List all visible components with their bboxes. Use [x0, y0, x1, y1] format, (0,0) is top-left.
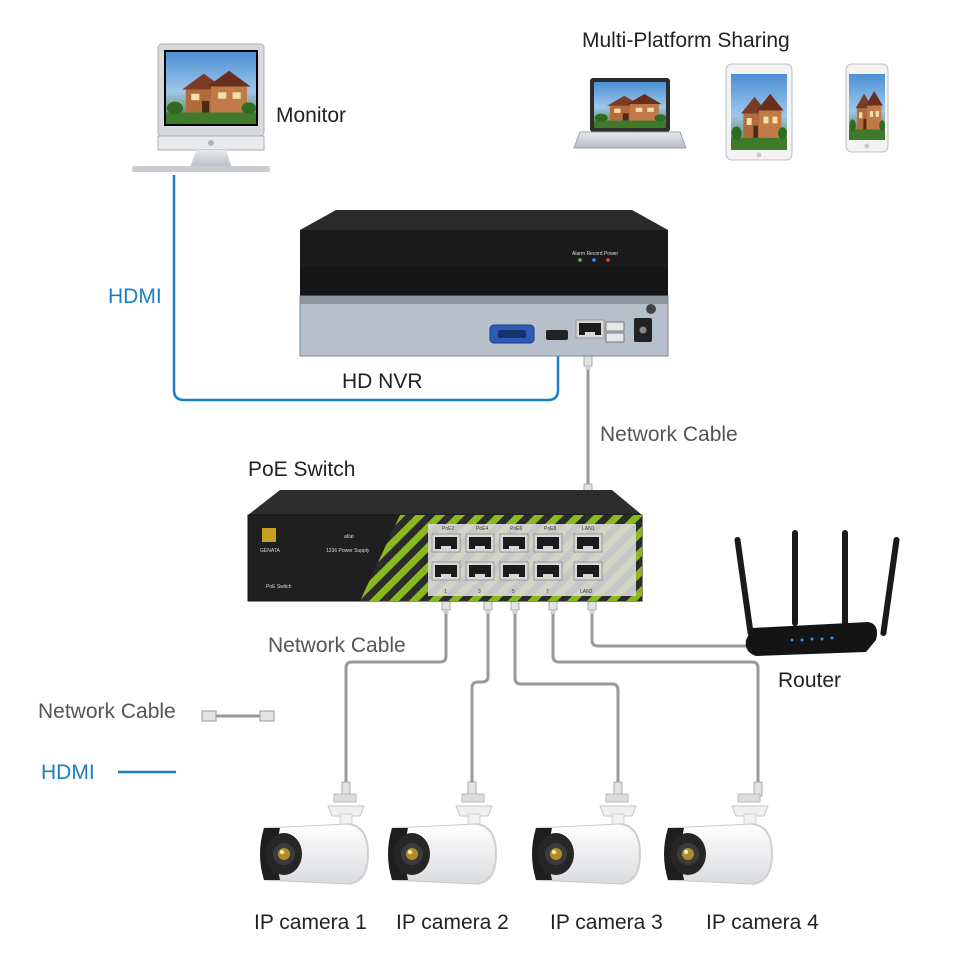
- network-cable-cam4: [551, 606, 760, 790]
- switch-port-label-2: PoE4: [476, 526, 488, 532]
- multi-platform-label: Multi-Platform Sharing: [582, 29, 790, 52]
- poe-switch-label: PoE Switch: [248, 458, 355, 481]
- legend-network-label: Network Cable: [38, 700, 176, 723]
- monitor-icon: [132, 43, 270, 172]
- switch-port-label-1: PoE2: [442, 526, 454, 532]
- network-cable-router: [590, 600, 748, 648]
- ip-camera-2: [387, 793, 497, 885]
- legend-network-cable: [201, 710, 275, 722]
- network-cable-label-mid: Network Cable: [268, 634, 406, 657]
- nvr-indicator-labels: Alarm Record Power: [572, 251, 618, 257]
- switch-port-label-9: 7: [546, 589, 549, 595]
- ip-camera-1: [259, 793, 369, 885]
- switch-port-label-8: 5: [512, 589, 515, 595]
- switch-port-label-3: PoE6: [510, 526, 522, 532]
- network-cable-cam2: [470, 606, 490, 790]
- router-icon: [734, 530, 900, 656]
- laptop-icon: [573, 78, 687, 149]
- switch-port-label-10: LAN2: [580, 589, 593, 595]
- ip-camera-4: [663, 793, 773, 885]
- camera-label-2: IP camera 2: [396, 911, 509, 934]
- smartphone-icon: [845, 63, 889, 153]
- switch-model: PoE Switch: [266, 584, 292, 590]
- nvr-label: HD NVR: [342, 370, 423, 393]
- switch-port-label-4: PoE8: [544, 526, 556, 532]
- router-label: Router: [778, 669, 841, 692]
- switch-brand: GENATA: [260, 548, 280, 554]
- switch-port-label-6: 1: [444, 589, 447, 595]
- network-cable-label-top: Network Cable: [600, 423, 738, 446]
- camera-label-1: IP camera 1: [254, 911, 367, 934]
- switch-port-label-7: 3: [478, 589, 481, 595]
- switch-standard: af/at: [344, 534, 354, 540]
- network-cable-cam1: [344, 606, 448, 790]
- poe-switch-device: GENATA af/at 1236 Power Supply PoE Switc…: [247, 490, 643, 602]
- hdmi-label: HDMI: [108, 285, 162, 308]
- tablet-icon: [725, 63, 793, 161]
- ip-camera-3: [531, 793, 641, 885]
- monitor-label: Monitor: [276, 104, 346, 127]
- switch-power: 1236 Power Supply: [326, 548, 370, 554]
- legend-hdmi-label: HDMI: [41, 761, 95, 784]
- hdmi-cable: [172, 175, 560, 402]
- switch-port-label-5: LAN1: [582, 526, 595, 532]
- network-cable-cam3: [513, 606, 620, 790]
- camera-label-3: IP camera 3: [550, 911, 663, 934]
- nvr-device: Alarm Record Power: [299, 210, 669, 357]
- camera-label-4: IP camera 4: [706, 911, 819, 934]
